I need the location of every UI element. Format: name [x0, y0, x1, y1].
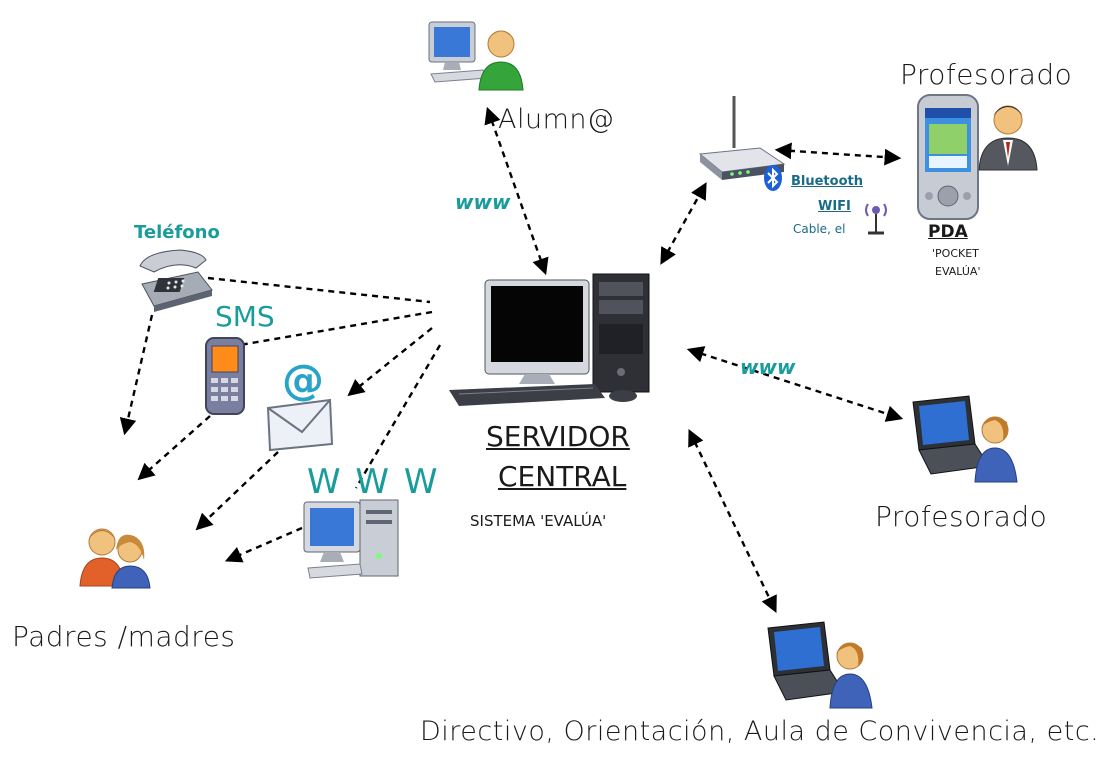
server-title-line1: SERVIDOR — [486, 420, 630, 453]
server-title-line2: CENTRAL — [498, 460, 627, 493]
www-pc-label: W W W — [307, 462, 440, 502]
edge-server-profesorado — [686, 346, 904, 422]
directivo-laptop-icon — [760, 618, 880, 710]
pda-title: PDA — [928, 222, 968, 242]
edge-email-padres — [195, 451, 279, 531]
directivo-label: Directivo, Orientación, Aula de Conviven… — [420, 716, 1100, 747]
wifi-label: WIFI — [818, 199, 851, 214]
svg-text:@: @ — [282, 355, 324, 404]
pda-icon — [915, 92, 981, 224]
cable-label: Cable, el — [793, 222, 846, 236]
pda-line1: 'POCKET — [932, 247, 979, 260]
pda-line2: EVALÚA' — [935, 265, 981, 278]
parents-icon — [76, 520, 156, 590]
edge-telefono-server — [207, 276, 431, 304]
profesorado-pda-label: Profesorado — [900, 58, 1073, 91]
www-alumno-label: www — [455, 190, 511, 214]
www-computer-icon — [300, 496, 404, 582]
www-profesorado-label: www — [740, 355, 796, 379]
edge-server-wwwpc — [354, 344, 442, 489]
telephone-icon — [136, 248, 216, 314]
edge-wwwpc-padres — [224, 526, 303, 563]
edge-telefono-padres — [119, 314, 154, 436]
mobile-phone-icon — [202, 336, 248, 416]
email-icon: @ — [264, 352, 336, 452]
profesorado-laptop-icon — [905, 392, 1025, 484]
profesorado-laptop-label: Profesorado — [875, 500, 1048, 533]
profesor-user-icon — [975, 96, 1041, 172]
sms-label: SMS — [215, 300, 275, 333]
edge-router-pda — [774, 142, 902, 166]
telefono-label: Teléfono — [134, 222, 220, 243]
central-server-icon — [445, 268, 670, 410]
bluetooth-label: Bluetooth — [791, 174, 863, 189]
alumno-label: Alumn@ — [498, 104, 615, 135]
edge-server-directivo — [688, 428, 777, 614]
wifi-antenna-icon — [862, 198, 890, 238]
server-subtitle: SISTEMA 'EVALÚA' — [470, 512, 607, 530]
edge-server-email — [347, 327, 433, 397]
alumno-computer-icon — [425, 18, 535, 98]
edge-sms-padres — [137, 415, 211, 481]
padres-label: Padres /madres — [12, 620, 236, 653]
bluetooth-icon — [763, 164, 783, 192]
edge-server-router — [660, 182, 707, 265]
edge-alumno-server — [484, 106, 549, 276]
